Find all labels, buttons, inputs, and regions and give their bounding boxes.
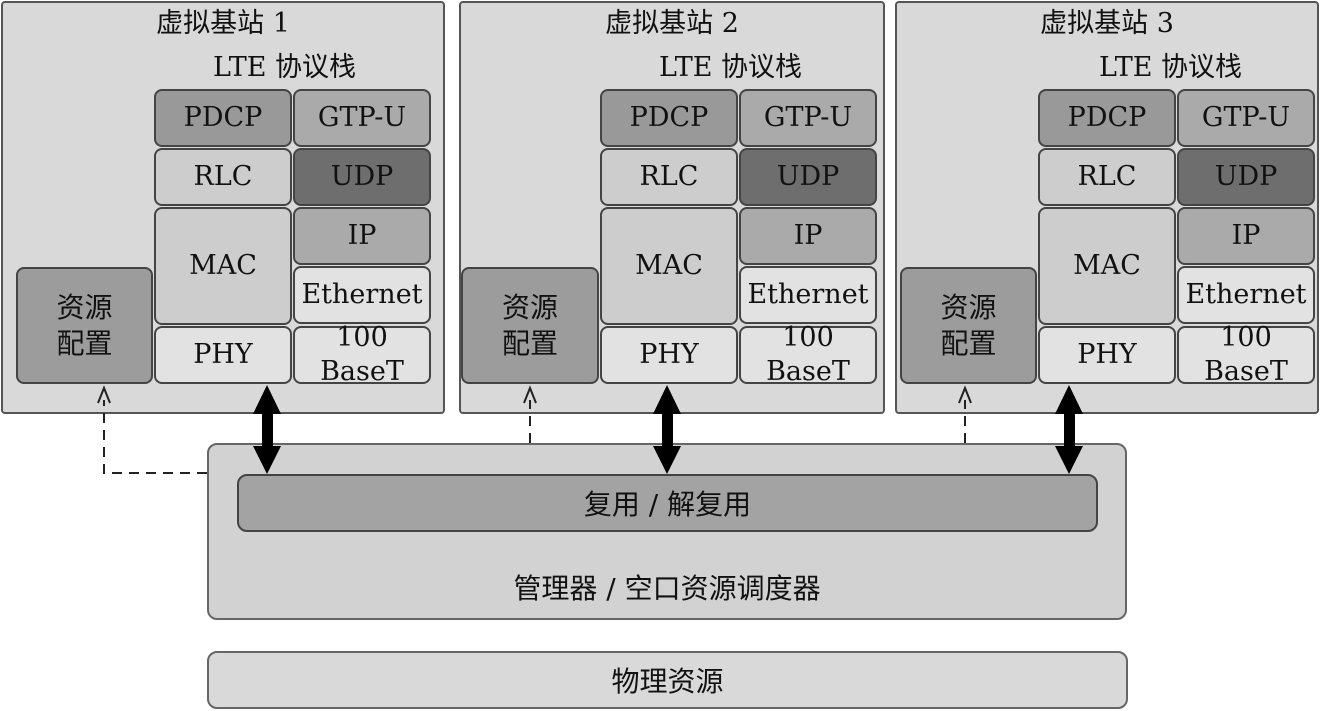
ip-layer: IP <box>293 207 431 265</box>
ip-layer: IP <box>1177 207 1315 265</box>
ethernet-layer: Ethernet <box>739 266 877 324</box>
resource-config-line2: 配置 <box>56 326 113 360</box>
resource-config-line1: 资源 <box>940 290 997 324</box>
gtp-u-layer: GTP-U <box>739 89 877 147</box>
mac-layer: MAC <box>154 207 292 325</box>
phy-layer: PHY <box>154 326 292 384</box>
stack-title: LTE 协议栈 <box>1099 52 1243 83</box>
gtp-u-layer: GTP-U <box>1177 89 1315 147</box>
station-title: 虚拟基站 1 <box>156 8 290 39</box>
udp-layer: UDP <box>1177 148 1315 206</box>
station-title: 虚拟基站 3 <box>1040 8 1174 39</box>
rlc-layer: RLC <box>600 148 738 206</box>
gtp-u-layer: GTP-U <box>293 89 431 147</box>
double-arrow-1 <box>253 385 281 474</box>
udp-layer: UDP <box>739 148 877 206</box>
station-title: 虚拟基站 2 <box>605 8 739 39</box>
resource-config-box: 资源配置 <box>900 267 1037 384</box>
resource-config-box: 资源配置 <box>461 267 599 384</box>
pdcp-layer: PDCP <box>1038 89 1176 147</box>
pdcp-layer: PDCP <box>154 89 292 147</box>
phy-layer: PHY <box>600 326 738 384</box>
udp-layer: UDP <box>293 148 431 206</box>
stack-title: LTE 协议栈 <box>213 52 357 83</box>
rlc-layer: RLC <box>154 148 292 206</box>
100baset-layer: 100 BaseT <box>739 322 877 387</box>
mac-layer: MAC <box>1038 207 1176 325</box>
mux-demux-box: 复用 / 解复用 <box>237 474 1098 532</box>
resource-config-line1: 资源 <box>56 290 113 324</box>
mac-layer: MAC <box>600 207 738 325</box>
resource-config-line2: 配置 <box>940 326 997 360</box>
pdcp-layer: PDCP <box>600 89 738 147</box>
double-arrow-3 <box>1055 385 1083 474</box>
ethernet-layer: Ethernet <box>293 266 431 324</box>
phy-layer: PHY <box>1038 326 1176 384</box>
100baset-layer: 100 BaseT <box>1177 322 1315 387</box>
manager-label: 管理器 / 空口资源调度器 <box>513 572 821 605</box>
resource-config-line1: 资源 <box>501 290 558 324</box>
100baset-layer: 100 BaseT <box>293 322 431 387</box>
dashed-link-1 <box>103 400 207 474</box>
stack-title: LTE 协议栈 <box>659 52 803 83</box>
ip-layer: IP <box>739 207 877 265</box>
double-arrow-2 <box>653 385 681 474</box>
dashed-arrowhead-3 <box>958 385 972 404</box>
rlc-layer: RLC <box>1038 148 1176 206</box>
resource-config-line2: 配置 <box>501 326 558 360</box>
physical-resources-box: 物理资源 <box>207 651 1128 709</box>
dashed-arrowhead-2 <box>523 385 537 404</box>
resource-config-box: 资源配置 <box>16 267 153 384</box>
ethernet-layer: Ethernet <box>1177 266 1315 324</box>
dashed-arrowhead-1 <box>97 385 111 404</box>
